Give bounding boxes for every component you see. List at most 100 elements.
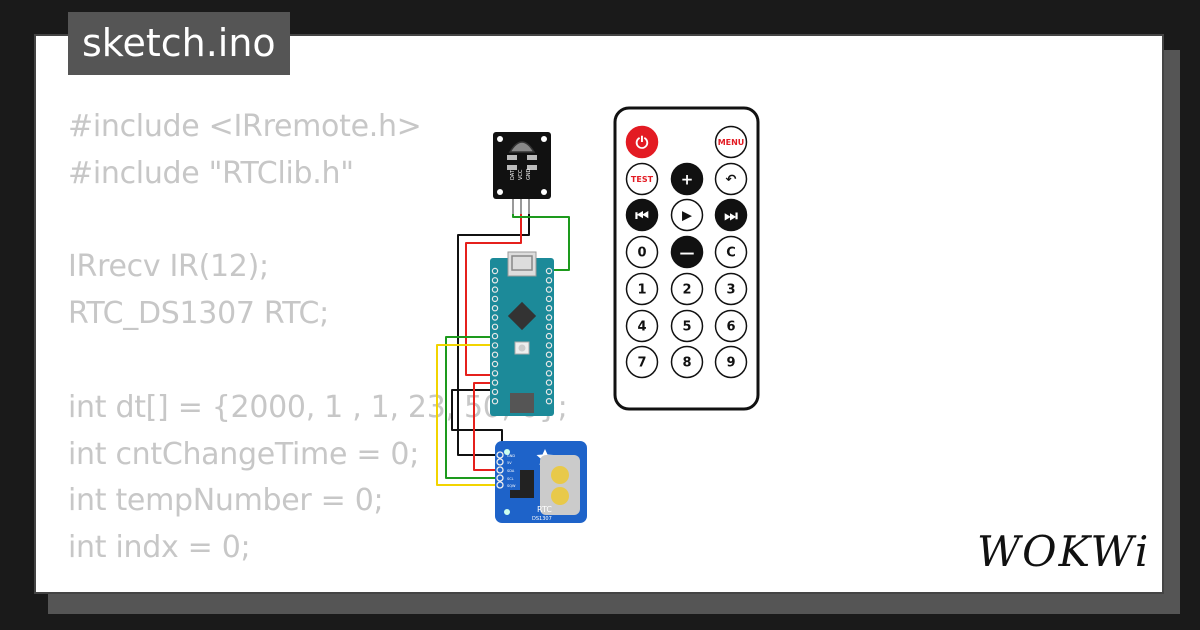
nano-pin[interactable]: [491, 314, 499, 321]
remote-button[interactable]: 3: [714, 272, 748, 306]
rtc-mount-hole: [504, 449, 510, 455]
remote-button[interactable]: ⏻: [625, 125, 659, 159]
wire-green-sda[interactable]: [445, 336, 500, 479]
remote-button-label: ⏭: [724, 206, 738, 224]
nano-pin[interactable]: [491, 286, 499, 293]
remote-button-label: MENU: [718, 138, 745, 147]
nano-board: [490, 258, 554, 416]
rtc-crystal: [510, 490, 534, 498]
rtc-pin-label: SCL: [507, 477, 514, 481]
remote-button-shape: [714, 309, 748, 343]
nano-pin[interactable]: [545, 323, 553, 330]
remote-button[interactable]: 9: [714, 345, 748, 379]
nano-pin[interactable]: [491, 305, 499, 312]
remote-button[interactable]: ▶: [670, 198, 704, 232]
remote-button[interactable]: 6: [714, 309, 748, 343]
nano-pin[interactable]: [491, 295, 499, 303]
wire-green-dat[interactable]: [512, 214, 570, 271]
remote-button[interactable]: ⏮: [625, 198, 659, 232]
remote-button[interactable]: 1: [625, 272, 659, 306]
remote-button-shape: [714, 162, 748, 196]
battery-holder: [540, 455, 580, 515]
rtc-pin: [496, 458, 504, 466]
nano-pin[interactable]: [545, 267, 553, 275]
rtc-ds1307[interactable]: RTC DS1307 GND 5V SDA SCL SQW: [495, 441, 587, 523]
nano-pin[interactable]: [491, 398, 499, 405]
code-line: IRrecv IR(12);: [68, 249, 269, 285]
wire-black-gnd[interactable]: [457, 214, 530, 456]
nano-pin[interactable]: [491, 388, 499, 396]
remote-button[interactable]: ⏭: [714, 198, 748, 232]
filename-tab: sketch.ino: [68, 12, 290, 75]
remote-button-label: 4: [637, 320, 646, 335]
nano-pins-right: [545, 267, 553, 405]
nano-pin[interactable]: [545, 379, 553, 386]
remote-button[interactable]: 7: [625, 345, 659, 379]
wire-red-rtc-5v[interactable]: [473, 382, 500, 471]
nano-pin[interactable]: [491, 267, 499, 275]
wire-red-vcc[interactable]: [465, 214, 522, 376]
remote-button-label: C: [726, 246, 736, 261]
nano-pin[interactable]: [545, 360, 553, 368]
nano-pin[interactable]: [491, 332, 499, 340]
arduino-nano[interactable]: [490, 251, 554, 416]
remote-button[interactable]: 4: [625, 309, 659, 343]
nano-pin[interactable]: [491, 351, 499, 358]
nano-pin[interactable]: [491, 360, 499, 368]
nano-pin[interactable]: [491, 277, 499, 284]
nano-pins-left: [491, 267, 499, 405]
ir-smd: [507, 155, 517, 160]
wires: [436, 214, 570, 486]
nano-pin[interactable]: [545, 295, 553, 303]
nano-pin[interactable]: [545, 342, 553, 349]
nano-pin[interactable]: [491, 342, 499, 349]
ir-pin-label: GND: [526, 168, 532, 180]
remote-button[interactable]: 0: [625, 235, 659, 269]
nano-pin[interactable]: [545, 286, 553, 293]
nano-pin[interactable]: [545, 277, 553, 284]
remote-button-label: 3: [726, 283, 735, 298]
remote-button-shape: [714, 272, 748, 306]
remote-button[interactable]: TEST: [625, 162, 659, 196]
remote-button[interactable]: 5: [670, 309, 704, 343]
remote-button[interactable]: MENU: [714, 125, 748, 159]
nano-pin[interactable]: [545, 314, 553, 321]
nano-pin[interactable]: [545, 398, 553, 405]
ir-sensor-dome: [508, 141, 536, 153]
nano-pin[interactable]: [491, 379, 499, 386]
ir-receiver-board: [493, 132, 551, 199]
ir-receiver[interactable]: DAT VCC GND: [493, 132, 551, 214]
wire-black-rtc-gnd[interactable]: [451, 389, 503, 462]
nano-pin[interactable]: [545, 370, 553, 377]
rtc-pin: [496, 474, 504, 482]
nano-pin[interactable]: [545, 351, 553, 358]
nano-pin[interactable]: [545, 388, 553, 396]
remote-button[interactable]: 2: [670, 272, 704, 306]
nano-pin[interactable]: [545, 332, 553, 340]
remote-button[interactable]: +: [670, 162, 704, 196]
code-line: int dt[] = {2000, 1 , 1, 23, 50, 0};: [68, 389, 568, 425]
code-line: #include <IRremote.h>: [68, 109, 422, 144]
reset-button-cap: [518, 344, 526, 352]
nano-pin[interactable]: [491, 323, 499, 330]
remote-button[interactable]: —: [670, 235, 704, 269]
remote-button-shape: [670, 235, 704, 269]
nano-pin[interactable]: [545, 305, 553, 312]
ir-mount-hole: [541, 136, 547, 142]
nano-pin[interactable]: [491, 370, 499, 377]
code-line: int tempNumber = 0;: [68, 483, 384, 519]
remote-button[interactable]: 8: [670, 345, 704, 379]
wire-yellow-scl[interactable]: [436, 344, 500, 486]
remote-button-label: +: [681, 170, 694, 188]
remote-button[interactable]: ↶: [714, 162, 748, 196]
remote-button-label: —: [680, 243, 695, 261]
ir-pin-label: VCC: [518, 169, 524, 180]
remote-button-shape: [670, 162, 704, 196]
rtc-model-label: DS1307: [532, 516, 552, 522]
wokwi-logo-text: WOKWi: [977, 528, 1150, 576]
remote-button[interactable]: C: [714, 235, 748, 269]
ir-mount-hole: [497, 189, 503, 195]
